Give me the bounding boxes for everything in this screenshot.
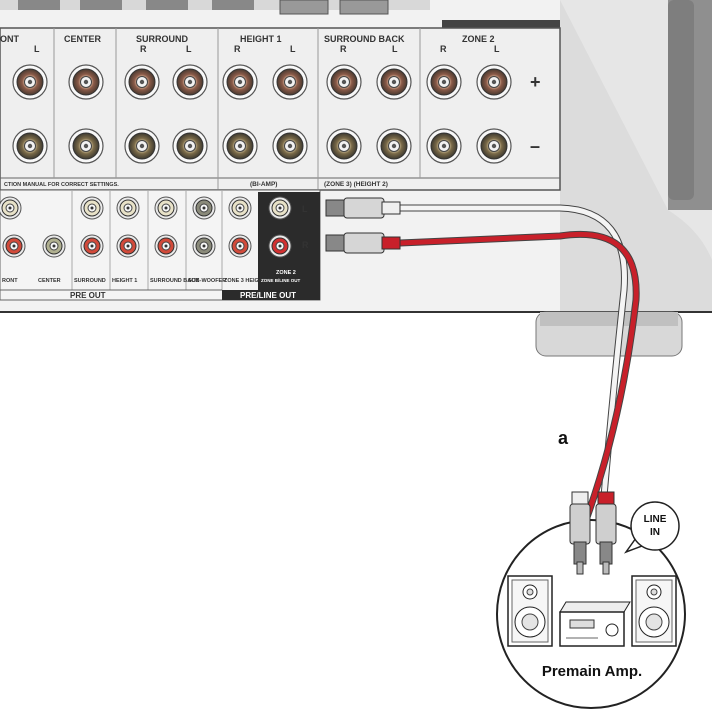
label-front: ONT (0, 34, 20, 44)
label-pre-subwoofer: SUB-WOOFER (188, 278, 226, 284)
label-surround: SURROUND (136, 34, 189, 44)
label-manual-note: CTION MANUAL FOR CORRECT SETTINGS. (4, 182, 119, 188)
speaker-terminal (222, 128, 258, 164)
pre-out-labels: RONT CENTER SURROUND HEIGHT 1 SURROUND B… (2, 204, 309, 300)
speaker-terminal (68, 64, 104, 100)
label-zone2-l: L (494, 44, 500, 54)
left-speaker-icon (507, 575, 553, 647)
plug-amp-white (569, 491, 591, 575)
label-surround-l: L (186, 44, 192, 54)
speaker-terminal (68, 128, 104, 164)
label-zone2-r: R (440, 44, 447, 54)
label-center: CENTER (64, 34, 102, 44)
speaker-terminal (426, 128, 462, 164)
label-pre-front: RONT (2, 278, 18, 284)
rca-jack (192, 196, 216, 220)
label-surround-back-l: L (392, 44, 398, 54)
speaker-terminal (272, 64, 308, 100)
speaker-terminal (376, 128, 412, 164)
label-front-l: L (34, 44, 40, 54)
rca-jack (228, 196, 252, 220)
premain-amp-label: Premain Amp. (542, 663, 642, 680)
bubble-line: LINE (644, 514, 667, 525)
label-zone2-out: ZONE 2 (276, 270, 296, 276)
plug-red (325, 232, 401, 254)
label-pre-surround: SURROUND (74, 278, 106, 284)
label-jack-r: R (302, 240, 309, 250)
speaker-terminal (376, 64, 412, 100)
rca-jack (228, 234, 252, 258)
label-surround-r: R (140, 44, 147, 54)
rca-jack (42, 234, 66, 258)
rca-jack (2, 234, 26, 258)
rca-cable: a (325, 197, 640, 522)
amplifier-icon (559, 601, 631, 647)
label-pre-height1: HEIGHT 1 (112, 278, 137, 284)
speaker-terminal (476, 128, 512, 164)
rca-jack (116, 196, 140, 220)
label-pre-line-out: PRE/LINE OUT (240, 291, 296, 300)
rca-jack (80, 234, 104, 258)
label-zone3-height2: (ZONE 3) (HEIGHT 2) (324, 181, 388, 188)
speaker-terminal (124, 64, 160, 100)
speaker-terminal (12, 128, 48, 164)
label-pre-out: PRE OUT (70, 291, 106, 300)
premain-amp-inset: LINE IN Premain Amp. (496, 491, 686, 709)
label-pre-zone3: ZONE 3 HEIGHT 2 (224, 278, 271, 284)
label-bi-amp: (BI-AMP) (250, 181, 277, 188)
speaker-terminal (222, 64, 258, 100)
label-pre-surround-back: SURROUND BACK (150, 278, 199, 284)
rca-jack (268, 234, 292, 258)
plug-amp-red (595, 491, 617, 575)
speaker-terminal (272, 128, 308, 164)
right-speaker-icon (631, 575, 677, 647)
label-surround-back: SURROUND BACK (324, 34, 405, 44)
cable-label-a: a (558, 428, 569, 448)
label-pre-center: CENTER (38, 278, 61, 284)
rca-jack (116, 234, 140, 258)
label-height1: HEIGHT 1 (240, 34, 282, 44)
speaker-terminal (426, 64, 462, 100)
rca-jack (192, 234, 216, 258)
label-height1-r: R (234, 44, 241, 54)
label-zone-b-line-out: ZONE B/LINE OUT (261, 278, 301, 283)
rca-jack (80, 196, 104, 220)
line-in-bubble: LINE IN (623, 501, 680, 554)
speaker-terminal (172, 64, 208, 100)
speaker-terminals (12, 64, 512, 164)
speaker-terminal (476, 64, 512, 100)
bubble-in: IN (650, 527, 660, 538)
rca-jack (154, 234, 178, 258)
rca-jack (154, 196, 178, 220)
rca-jack (268, 196, 292, 220)
speaker-terminal (12, 64, 48, 100)
label-plus: + (530, 72, 541, 92)
label-zone2: ZONE 2 (462, 34, 495, 44)
label-height1-l: L (290, 44, 296, 54)
speaker-terminal (326, 128, 362, 164)
label-jack-l: L (302, 204, 308, 214)
receiver-rear-panel (0, 0, 712, 357)
speaker-terminal (124, 128, 160, 164)
rca-jack (0, 196, 22, 220)
label-surround-back-r: R (340, 44, 347, 54)
speaker-labels: ONT L CENTER SURROUND R L HEIGHT 1 R L S… (0, 34, 541, 188)
speaker-terminal (172, 128, 208, 164)
pre-out-jacks (0, 196, 292, 258)
speaker-terminal (326, 64, 362, 100)
plug-white (325, 197, 401, 219)
label-minus: – (530, 136, 540, 156)
